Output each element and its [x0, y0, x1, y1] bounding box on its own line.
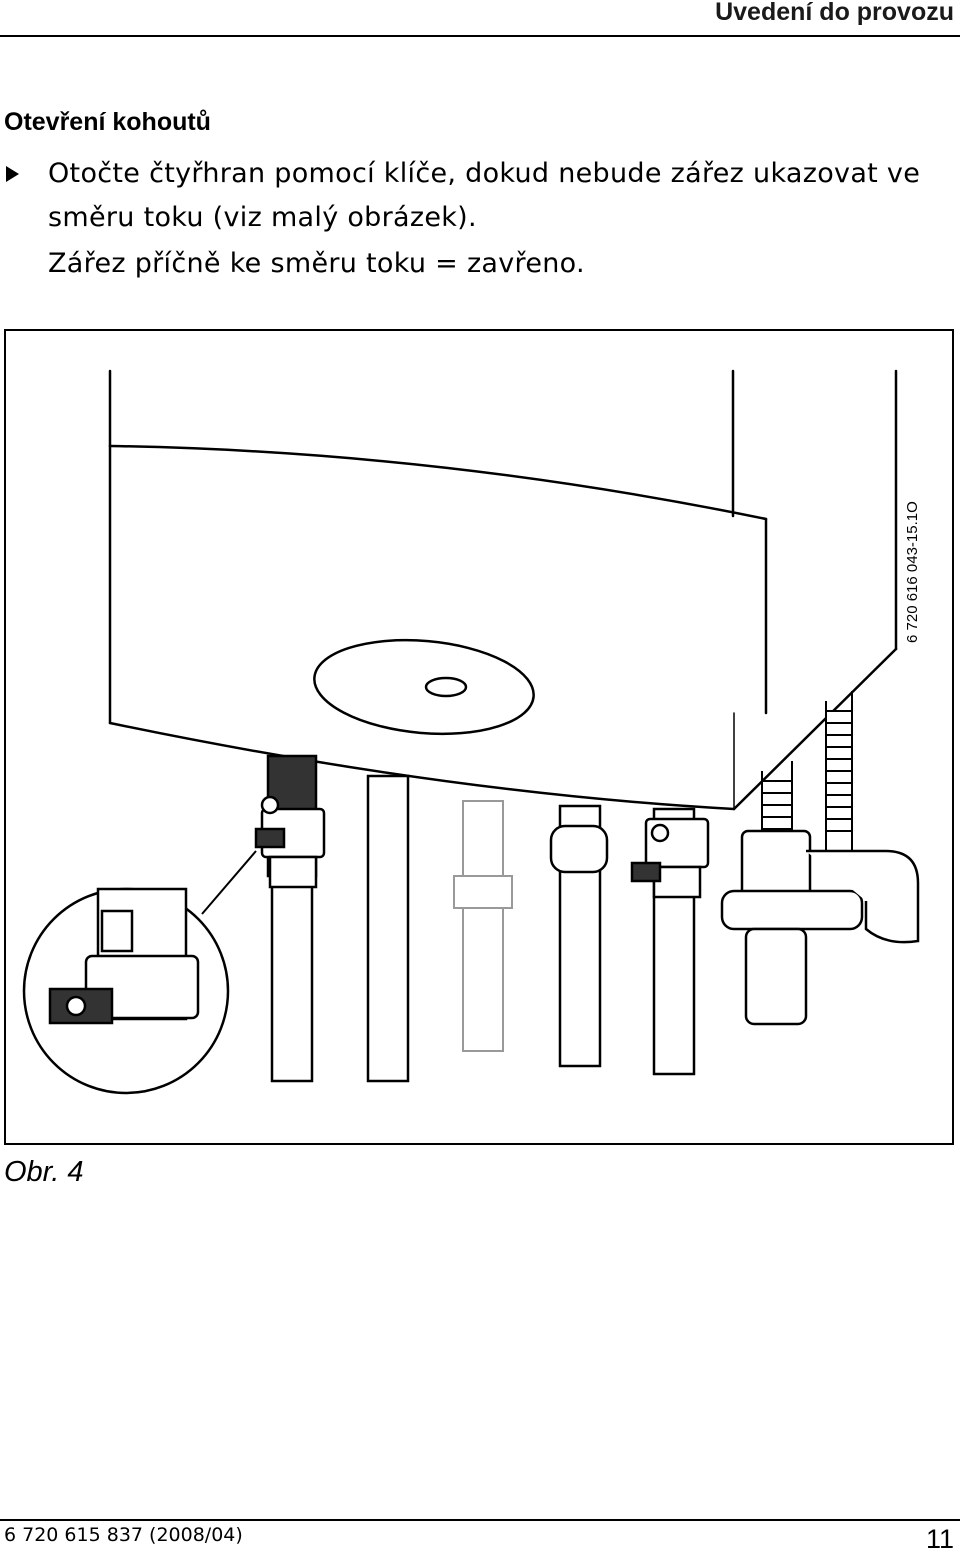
boiler-valves-illustration: 6 720 616 043-15.1O: [4, 329, 954, 1145]
section-heading: Otevření kohoutů: [4, 108, 211, 136]
page-number: 11: [925, 1524, 954, 1554]
page-header-title: Uvedení do provozu: [715, 0, 954, 26]
drawing-code: 6 720 616 043-15.1O: [904, 501, 921, 643]
header-divider: [0, 35, 960, 37]
footer-divider: [0, 1519, 960, 1521]
instruction-line-3: Zářez příčně ke směru toku = zavřeno.: [48, 248, 585, 279]
triangle-bullet-icon: [6, 166, 19, 182]
instruction-line-1: Otočte čtyřhran pomocí klíče, dokud nebu…: [48, 158, 921, 189]
figure-caption: Obr. 4: [4, 1156, 84, 1188]
footer-doc-number: 6 720 615 837 (2008/04): [4, 1524, 243, 1546]
instruction-line-2: směru toku (viz malý obrázek).: [48, 202, 477, 233]
